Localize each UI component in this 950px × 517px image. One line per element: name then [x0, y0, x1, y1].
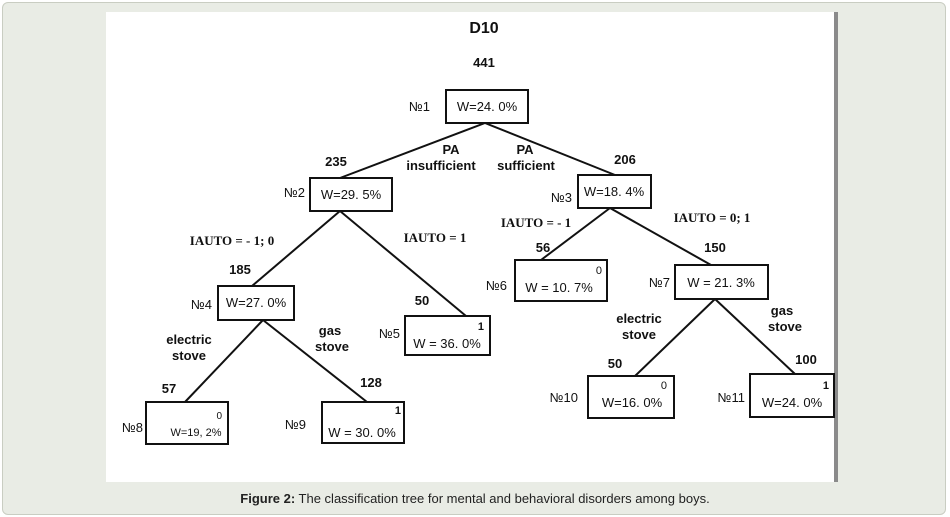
edge-label-pa-insufficient-2: insufficient [406, 158, 476, 173]
caption-text: The classification tree for mental and b… [295, 491, 710, 506]
edge-n4-n9 [262, 319, 368, 403]
edge-label-electric-n4-1: electric [166, 332, 212, 347]
caption-label: Figure 2: [240, 491, 296, 506]
edge-label-electric-n7-2: stove [622, 327, 656, 342]
node-label-n7: №7 [649, 275, 670, 290]
node-count-n9: 128 [360, 375, 382, 390]
node-count-n6: 56 [536, 240, 550, 255]
node-label-n3: №3 [551, 190, 572, 205]
edge-label-gas-n4-2: stove [315, 339, 349, 354]
edge-label-iauto-n2-right: IAUTO = 1 [404, 230, 467, 245]
node-box-n3 [577, 174, 652, 209]
node-count-n3: 206 [614, 152, 636, 167]
node-class-n9: 1 [395, 405, 401, 417]
node-label-n1: №1 [409, 99, 430, 114]
node-label-n6: №6 [486, 278, 507, 293]
node-label-n11: №11 [718, 390, 745, 405]
node-count-n11: 100 [795, 352, 817, 367]
node-value-n5: W = 36. 0% [413, 336, 481, 351]
edge-n7-n11 [714, 298, 796, 375]
node-value-n11: W=24. 0% [762, 395, 823, 410]
node-label-n4: №4 [191, 297, 212, 312]
node-class-n11: 1 [823, 380, 829, 392]
node-label-n5: №5 [379, 326, 400, 341]
edge-n3-n6 [540, 207, 611, 261]
node-count-n2: 235 [325, 154, 347, 169]
node-box-n6 [514, 259, 608, 302]
edge-n7-n10 [634, 298, 716, 377]
edge-label-electric-n7-1: electric [616, 311, 662, 326]
edge-n2-n4 [251, 210, 341, 287]
node-box-n4 [217, 285, 295, 321]
node-class-n6: 0 [596, 265, 602, 277]
node-count-n4: 185 [229, 262, 251, 277]
edge-label-iauto-n2-left: IAUTO = - 1; 0 [190, 233, 274, 248]
figure-caption: Figure 2: The classification tree for me… [0, 491, 950, 506]
edge-n2-n5 [339, 210, 467, 317]
edge-label-gas-n7-2: stove [768, 319, 802, 334]
tree-title: D10 [469, 20, 498, 37]
node-box-n11 [749, 373, 835, 418]
node-class-n5: 1 [478, 321, 484, 333]
node-value-n1: W=24. 0% [457, 99, 518, 114]
node-count-n8: 57 [162, 381, 176, 396]
node-value-n10: W=16. 0% [602, 395, 663, 410]
node-value-n7: W = 21. 3% [687, 275, 755, 290]
edge-label-pa-insufficient-1: PA [442, 142, 460, 157]
edge-n3-n7 [609, 207, 712, 266]
node-label-n2: №2 [284, 185, 305, 200]
node-box-n5 [404, 315, 491, 356]
edge-label-gas-n7-1: gas [771, 303, 793, 318]
edge-n1-n3 [484, 122, 616, 176]
edge-n4-n8 [184, 319, 264, 403]
node-label-n10: №10 [550, 390, 578, 405]
node-value-n6: W = 10. 7% [525, 280, 593, 295]
node-count-n7: 150 [704, 240, 726, 255]
node-box-n9 [321, 401, 405, 444]
node-box-n10 [587, 375, 675, 419]
node-value-n9: W = 30. 0% [328, 425, 396, 440]
node-box-n7 [674, 264, 769, 300]
node-class-n8: 0 [216, 411, 222, 422]
node-value-n2: W=29. 5% [321, 187, 382, 202]
node-value-n3: W=18. 4% [584, 184, 645, 199]
edge-label-pa-sufficient-1: PA [516, 142, 534, 157]
node-count-n10: 50 [608, 356, 622, 371]
root-count: 441 [473, 55, 495, 70]
node-value-n8: W=19, 2% [170, 427, 221, 439]
node-box-n2 [309, 177, 393, 212]
edge-label-pa-sufficient-2: sufficient [497, 158, 555, 173]
edge-label-iauto-n3-left: IAUTO = - 1 [501, 215, 571, 230]
node-label-n8: №8 [122, 420, 143, 435]
edge-label-gas-n4-1: gas [319, 323, 341, 338]
edge-label-iauto-n3-right: IAUTO = 0; 1 [674, 210, 751, 225]
node-box-n8 [145, 401, 229, 445]
node-label-n9: №9 [285, 417, 306, 432]
node-class-n10: 0 [661, 380, 667, 392]
edge-label-electric-n4-2: stove [172, 348, 206, 363]
edge-n1-n2 [339, 122, 486, 179]
node-value-n4: W=27. 0% [226, 295, 287, 310]
node-count-n5: 50 [415, 293, 429, 308]
panel-right-border [834, 12, 838, 482]
node-box-n1 [445, 89, 529, 124]
